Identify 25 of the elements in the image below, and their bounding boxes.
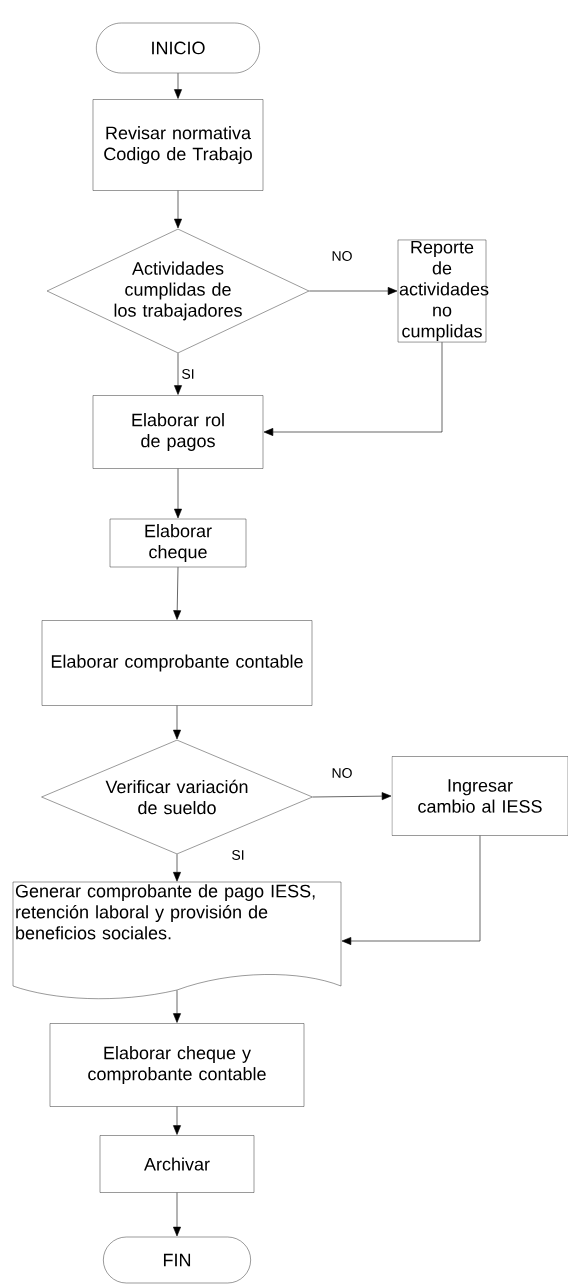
process-box: Elaborar cheque y comprobante contable	[49, 1023, 305, 1107]
arrow	[312, 792, 392, 801]
process-box: Elaborar cheque	[109, 518, 247, 568]
arrow	[173, 1192, 181, 1237]
process-box: Elaborar comprobante contable	[41, 620, 313, 706]
edge-label: NO	[330, 767, 354, 779]
process-box: Elaborar rol de pagos	[92, 395, 264, 469]
process-box: Ingresar cambio al IESS	[391, 756, 568, 836]
arrow	[174, 72, 182, 99]
process-box: Revisar normativa Codigo de Trabajo	[92, 99, 264, 191]
arrow	[173, 566, 182, 620]
arrow	[263, 341, 443, 436]
edge-label: NO	[330, 250, 354, 262]
arrow	[174, 468, 182, 519]
process-box: Reporte de actividades no cumplidas	[397, 239, 489, 343]
arrow	[341, 835, 481, 945]
arrow	[173, 705, 181, 740]
arrow	[174, 190, 182, 229]
arrow	[174, 352, 182, 395]
arrow	[173, 990, 181, 1023]
arrow	[308, 287, 398, 295]
process-box: Archivar	[99, 1135, 255, 1193]
edge-label: SI	[180, 368, 196, 380]
arrow	[173, 1106, 181, 1135]
arrow	[173, 853, 181, 882]
